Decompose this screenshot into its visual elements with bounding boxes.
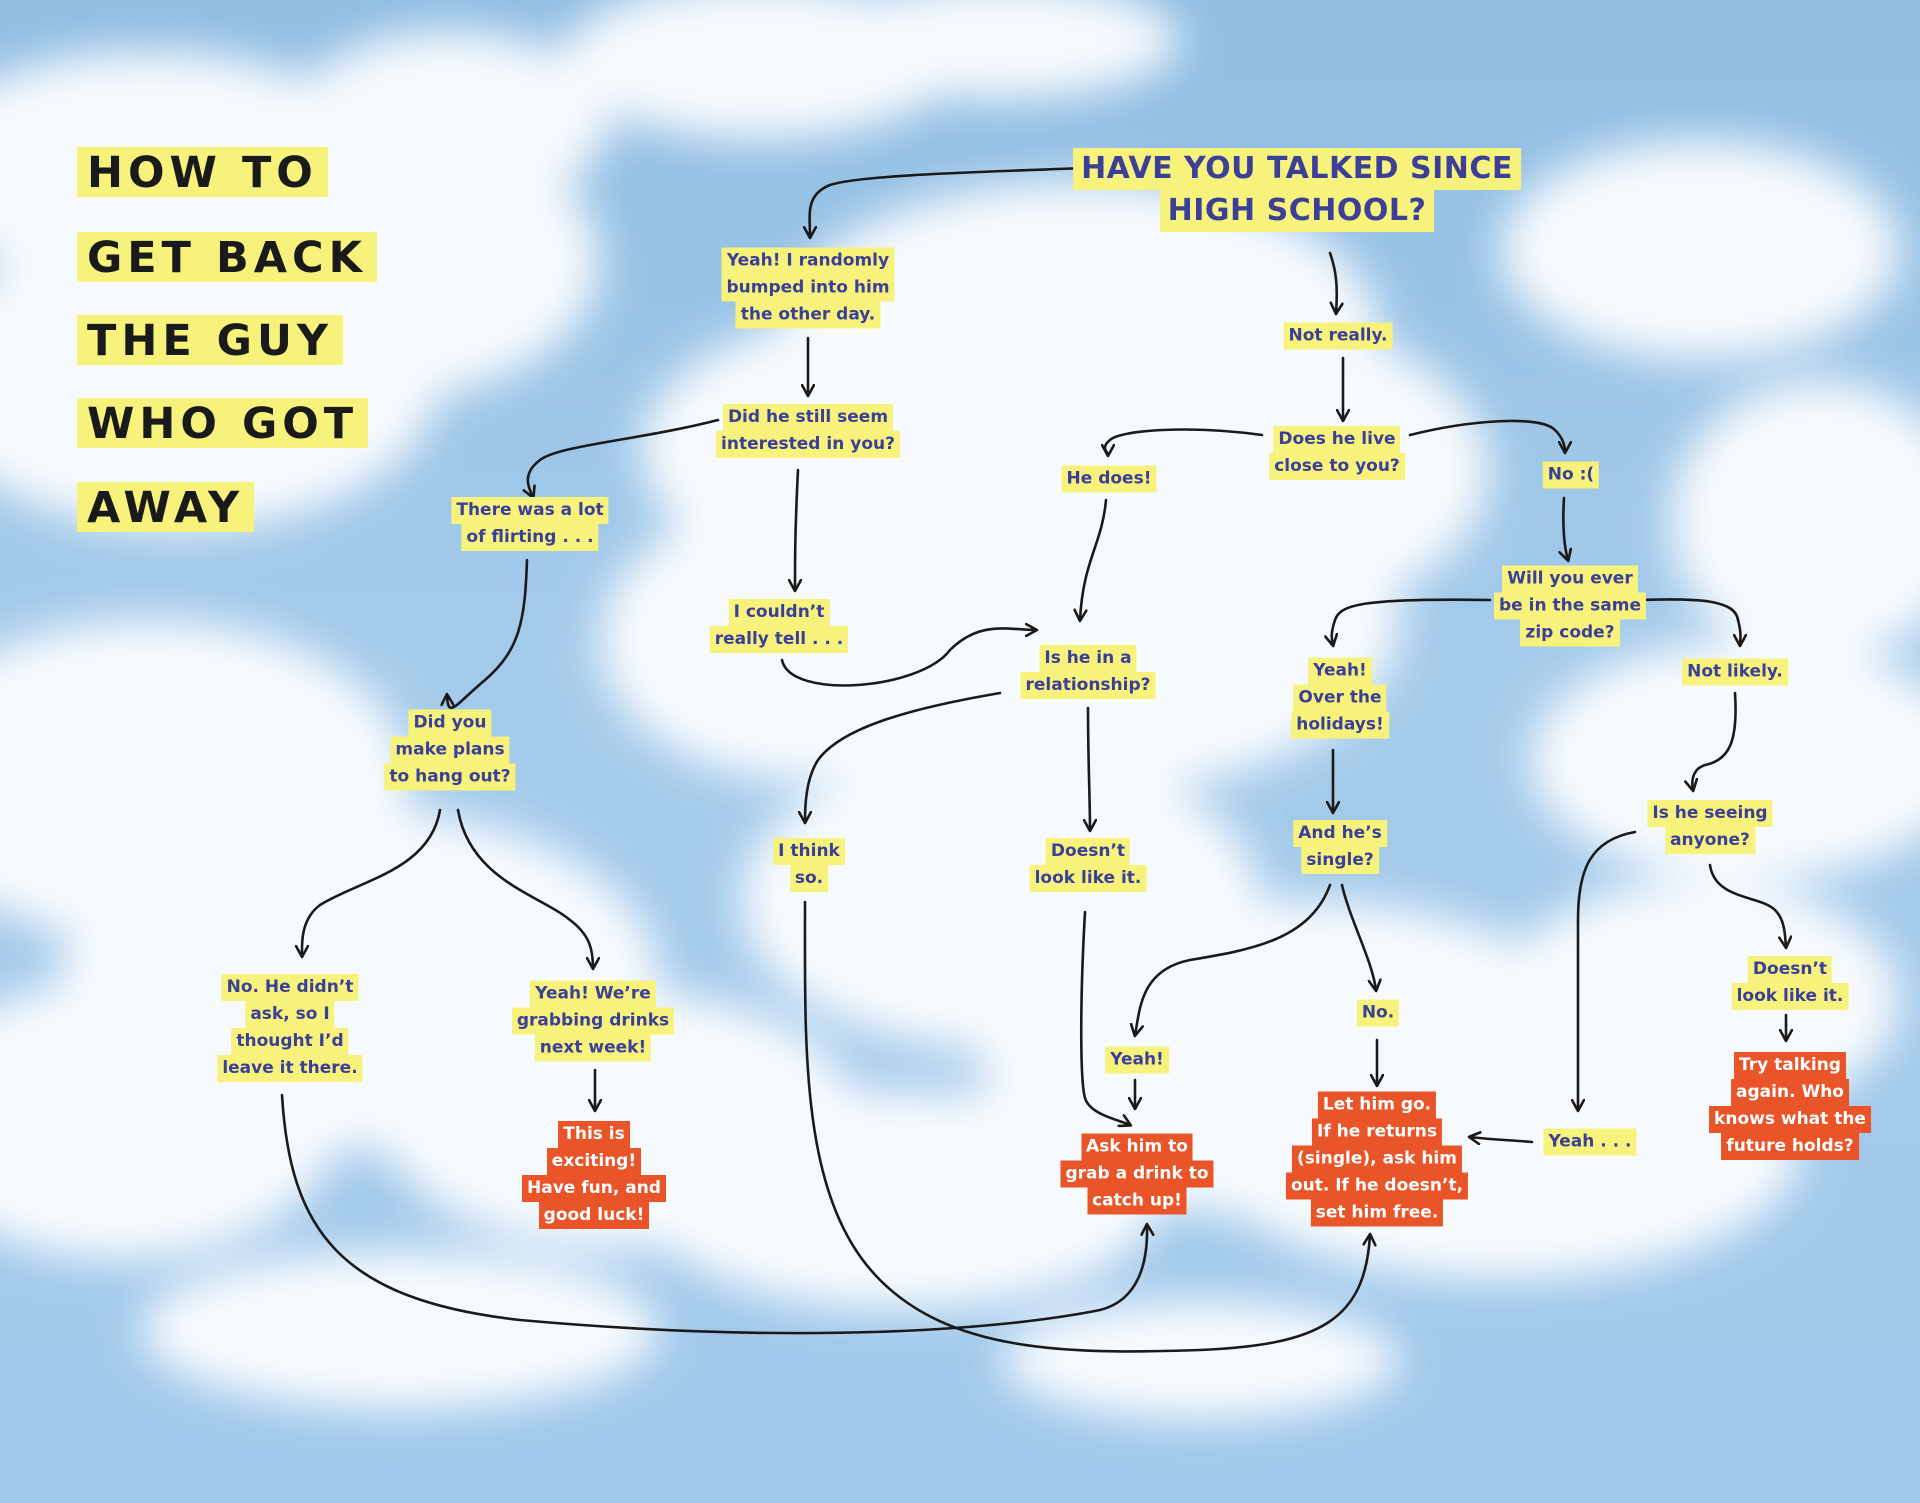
arrow-start-to-not-really [1328, 251, 1337, 313]
title-text: GET BACK [77, 232, 377, 282]
node-single: And he’s single? [1293, 820, 1387, 874]
arrow-i-think-so-to-let-go [803, 900, 1370, 1353]
title-text: WHO GOT [77, 398, 369, 448]
node-i-think-so: I think so. [773, 838, 845, 892]
arrow-not-likely-to-seeing [1692, 691, 1737, 790]
title-line: WHO GOT [77, 398, 369, 448]
arrow-no-to-zip-code [1563, 496, 1568, 560]
node-no-sad: No :( [1542, 461, 1600, 489]
outcome-try-talking: Try talking again. Who knows what the fu… [1709, 1052, 1871, 1160]
node-he-does: He does! [1061, 465, 1157, 493]
outcome-let-him-go: Let him go. If he returns (single), ask … [1285, 1091, 1469, 1227]
arrow-doesnt-look-1-to-ask-drink [1079, 910, 1130, 1125]
arrow-seeing-to-yeah-dots [1578, 830, 1637, 1110]
arrow-relationship-to-i-think-so [805, 691, 1002, 822]
title-text: AWAY [77, 482, 255, 532]
arrow-relationship-to-doesnt-look-1 [1088, 706, 1090, 830]
node-yeah-dots: Yeah . . . [1543, 1128, 1637, 1156]
arrow-plans-to-grabbing [456, 808, 593, 968]
node-yeah: Yeah! [1105, 1046, 1169, 1074]
arrow-interested-to-couldnt-tell [795, 468, 798, 590]
title-line: THE GUY [77, 315, 344, 365]
title-text: HOW TO [77, 147, 328, 197]
arrow-he-does-to-relationship [1080, 498, 1108, 620]
node-not-really: Not really. [1283, 322, 1393, 350]
node-not-likely: Not likely. [1682, 658, 1788, 686]
node-flirting: There was a lot of flirting . . . [451, 497, 609, 551]
title-line: AWAY [77, 482, 255, 532]
title-text: THE GUY [77, 315, 344, 365]
node-relationship: Is he in a relationship? [1020, 645, 1156, 699]
arrow-live-close-to-he-does [1105, 428, 1264, 455]
node-start-question: HAVE YOU TALKED SINCE HIGH SCHOOL? [1073, 148, 1521, 232]
node-bumped-into-him: Yeah! I randomly bumped into him the oth… [721, 247, 895, 329]
arrow-live-close-to-no [1408, 419, 1565, 452]
node-no-didnt-ask: No. He didn’t ask, so I thought I’d leav… [217, 974, 363, 1082]
node-still-interested: Did he still seem interested in you? [716, 404, 900, 458]
title-line: HOW TO [77, 147, 328, 197]
node-zip-code: Will you ever be in the same zip code? [1494, 565, 1646, 647]
node-over-holidays: Yeah! Over the holidays! [1291, 657, 1389, 739]
outcome-this-is-exciting: This is exciting! Have fun, and good luc… [522, 1121, 666, 1229]
arrow-single-to-yeah [1135, 883, 1332, 1035]
node-make-plans: Did you make plans to hang out? [384, 709, 516, 791]
arrow-seeing-to-doesnt-look-2 [1708, 863, 1786, 947]
node-doesnt-look-like-it-2: Doesn’t look like it. [1731, 956, 1849, 1010]
arrow-plans-to-no-didnt-ask [302, 808, 442, 956]
node-grabbing-drinks: Yeah! We’re grabbing drinks next week! [511, 980, 675, 1062]
arrow-flirting-to-make-plans [447, 558, 529, 710]
arrow-zip-to-not-likely [1638, 598, 1741, 645]
arrow-no-didnt-ask-to-ask-drink [280, 1093, 1147, 1335]
node-no: No. [1356, 999, 1400, 1027]
arrow-single-to-no [1340, 883, 1376, 990]
arrow-interested-to-flirting [528, 418, 720, 497]
arrow-couldnt-tell-to-relationship [780, 628, 1036, 687]
node-couldnt-tell: I couldn’t really tell . . . [709, 599, 849, 653]
arrow-start-to-bumped [810, 166, 1087, 237]
title-line: GET BACK [77, 232, 377, 282]
arrow-zip-to-holidays [1332, 598, 1492, 645]
node-doesnt-look-like-it-1: Doesn’t look like it. [1029, 838, 1147, 892]
outcome-ask-him-drink: Ask him to grab a drink to catch up! [1060, 1133, 1214, 1215]
arrow-yeah-dots-to-let-go [1470, 1137, 1534, 1142]
node-live-close: Does he live close to you? [1269, 426, 1405, 480]
node-seeing-anyone: Is he seeing anyone? [1647, 800, 1773, 854]
